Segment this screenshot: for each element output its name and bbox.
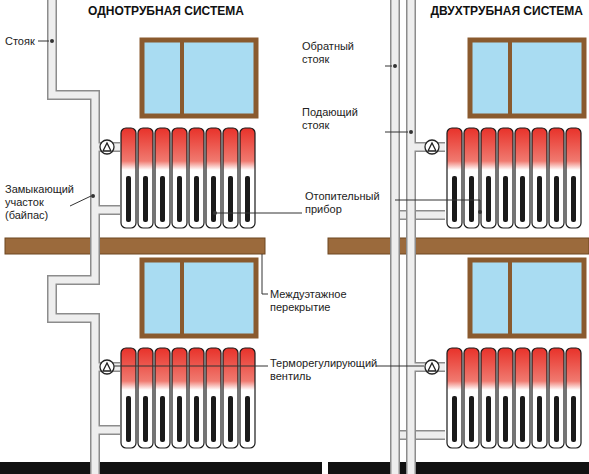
- radiator-section: [464, 348, 479, 448]
- radiator-slot: [194, 176, 199, 222]
- radiator-section: [481, 348, 496, 448]
- radiator-slot: [486, 396, 491, 442]
- radiator-section: [532, 128, 547, 228]
- radiator-section: [121, 128, 136, 228]
- radiator-slot: [537, 176, 542, 222]
- radiator-section: [206, 348, 221, 448]
- radiator-slot: [160, 176, 165, 222]
- radiator-slot: [126, 396, 131, 442]
- radiator-slot: [469, 396, 474, 442]
- radiator-slot: [571, 176, 576, 222]
- floor-slab: [328, 238, 589, 254]
- heater-label: Отопительный прибор: [305, 190, 391, 216]
- floor-slab: [5, 238, 265, 254]
- supply-riser-label: Подающий стояк: [302, 106, 384, 132]
- leader-dot: [50, 39, 482, 215]
- radiator-section: [189, 348, 204, 448]
- radiator-slot: [160, 396, 165, 442]
- leader-line: [38, 41, 480, 366]
- radiator-section: [447, 348, 462, 448]
- radiator-slot: [537, 396, 542, 442]
- radiator-section: [223, 348, 238, 448]
- radiator-slot: [554, 176, 559, 222]
- radiator-slot: [245, 176, 250, 222]
- radiator-section: [155, 348, 170, 448]
- radiator-slot: [452, 176, 457, 222]
- pipe: [52, 0, 120, 474]
- radiator-slot: [177, 176, 182, 222]
- system-title: ДВУХТРУБНАЯ СИСТЕМА: [431, 5, 583, 18]
- radiator-slot: [211, 176, 216, 222]
- radiator: [121, 128, 581, 448]
- radiator-section: [498, 128, 513, 228]
- radiator-section: [498, 348, 513, 448]
- radiator-slot: [228, 176, 233, 222]
- radiator-section: [121, 348, 136, 448]
- radiator-slot: [177, 396, 182, 442]
- radiator-slot: [503, 176, 508, 222]
- radiator-slot: [228, 396, 233, 442]
- radiator-section: [566, 348, 581, 448]
- radiator-slot: [554, 396, 559, 442]
- radiator-slot: [211, 396, 216, 442]
- radiator-section: [172, 348, 187, 448]
- radiator-slot: [520, 176, 525, 222]
- window: [142, 40, 584, 336]
- radiator-section: [240, 348, 255, 448]
- return-riser-label: Обратный стояк: [302, 40, 384, 66]
- riser-label: Стояк: [5, 35, 45, 48]
- radiator-slot: [245, 396, 250, 442]
- radiator-section: [447, 128, 462, 228]
- radiator-slot: [503, 396, 508, 442]
- radiator-slot: [452, 396, 457, 442]
- radiator-section: [155, 128, 170, 228]
- radiator-slot: [143, 176, 148, 222]
- radiator-section: [189, 128, 204, 228]
- radiator-section: [481, 128, 496, 228]
- valve-label: Терморегулирующий вентиль: [270, 357, 388, 383]
- radiator-section: [138, 128, 153, 228]
- floor-slab-label: Междуэтажное перекрытие: [270, 288, 380, 314]
- radiator-section: [138, 348, 153, 448]
- radiator-slot: [571, 396, 576, 442]
- pipe: [395, 0, 445, 474]
- radiator-slot: [143, 396, 148, 442]
- bypass-label: Замыкающий участок (байпас): [5, 183, 83, 222]
- radiator-section: [515, 348, 530, 448]
- radiator-section: [464, 128, 479, 228]
- radiator-slot: [469, 176, 474, 222]
- radiator-section: [532, 348, 547, 448]
- system-title: ОДНОТРУБНАЯ СИСТЕМА: [88, 5, 244, 18]
- radiator-section: [549, 348, 564, 448]
- radiator-slot: [486, 176, 491, 222]
- radiator-slot: [126, 176, 131, 222]
- radiator-slot: [520, 396, 525, 442]
- radiator-section: [549, 128, 564, 228]
- radiator-section: [515, 128, 530, 228]
- radiator-section: [172, 128, 187, 228]
- radiator-slot: [194, 396, 199, 442]
- radiator-section: [566, 128, 581, 228]
- thermostatic-valve: [100, 140, 439, 374]
